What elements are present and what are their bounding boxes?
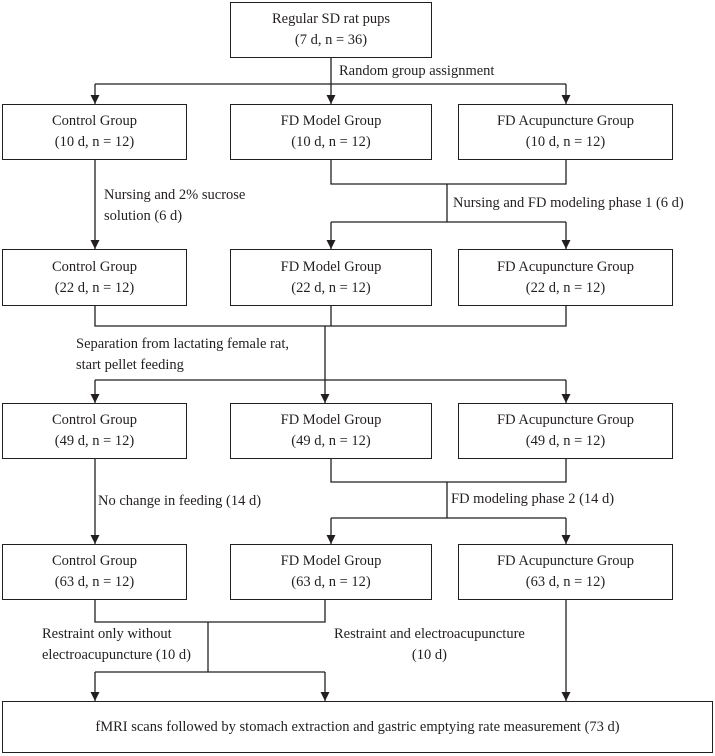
edge-fd-3-merge <box>330 459 567 483</box>
label-line: Restraint and electroacupuncture <box>334 626 525 642</box>
node-model-63d: FD Model Group (63 d, n = 12) <box>230 544 432 600</box>
node-detail: (63 d, n = 12) <box>525 574 606 590</box>
label-random-assignment: Random group assignment <box>339 63 495 79</box>
edge-fd-1-merge <box>330 160 567 185</box>
node-detail: (10 d, n = 12) <box>291 134 371 150</box>
node-detail: (22 d, n = 12) <box>525 279 606 296</box>
node-control-49d: Control Group (49 d, n = 12) <box>2 403 187 459</box>
node-title: FD Acupuncture Group <box>497 258 634 275</box>
node-detail: (10 d, n = 12) <box>54 134 135 150</box>
node-title: FD Acupuncture Group <box>497 412 634 428</box>
final-text: fMRI scans followed by stomach extractio… <box>95 718 620 735</box>
node-title: Control Group <box>52 553 137 569</box>
node-title: FD Model Group <box>280 553 382 569</box>
node-detail: (49 d, n = 12) <box>525 433 606 449</box>
node-title: FD Model Group <box>280 113 382 129</box>
node-detail: (63 d, n = 12) <box>291 574 371 590</box>
node-acupuncture-22d: FD Acupuncture Group (22 d, n = 12) <box>458 249 673 306</box>
label-separation: Separation from lactating female rat, st… <box>76 334 289 376</box>
label-restraint-ea: Restraint and electroacupuncture (10 d) <box>334 624 525 666</box>
node-final-measurement: fMRI scans followed by stomach extractio… <box>2 701 713 753</box>
node-title: FD Model Group <box>280 258 382 275</box>
node-title: FD Acupuncture Group <box>497 113 634 129</box>
node-acupuncture-10d: FD Acupuncture Group (10 d, n = 12) <box>458 104 673 160</box>
root-detail: (7 d, n = 36) <box>294 32 368 48</box>
label-line: Nursing and 2% sucrose <box>104 187 246 203</box>
root-title: Regular SD rat pups <box>272 11 390 27</box>
node-model-22d: FD Model Group (22 d, n = 12) <box>230 249 432 306</box>
label-line: electroacupuncture (10 d) <box>42 647 191 663</box>
label-line: Separation from lactating female rat, <box>76 336 289 352</box>
node-control-22d: Control Group (22 d, n = 12) <box>2 249 187 306</box>
node-title: Control Group <box>52 258 137 275</box>
label-line: (10 d) <box>411 647 447 663</box>
label-line: start pellet feeding <box>76 357 184 373</box>
label-restraint-only: Restraint only without electroacupunctur… <box>42 624 191 666</box>
node-title: FD Acupuncture Group <box>497 553 634 569</box>
node-title: FD Model Group <box>280 412 382 428</box>
node-detail: (22 d, n = 12) <box>54 279 135 296</box>
label-fd-phase-2: FD modeling phase 2 (14 d) <box>451 491 615 507</box>
label-nursing-sucrose: Nursing and 2% sucrose solution (6 d) <box>104 185 245 227</box>
node-title: Control Group <box>52 412 137 428</box>
label-line: Restraint only without <box>42 626 172 642</box>
node-model-49d: FD Model Group (49 d, n = 12) <box>230 403 432 459</box>
label-fd-phase-1: Nursing and FD modeling phase 1 (6 d) <box>453 195 684 211</box>
node-acupuncture-49d: FD Acupuncture Group (49 d, n = 12) <box>458 403 673 459</box>
node-detail: (49 d, n = 12) <box>54 433 135 449</box>
node-model-10d: FD Model Group (10 d, n = 12) <box>230 104 432 160</box>
label-line: solution (6 d) <box>104 208 183 224</box>
edge-stage-4-merge <box>94 600 326 623</box>
node-detail: (49 d, n = 12) <box>291 433 371 449</box>
node-detail: (10 d, n = 12) <box>525 134 606 150</box>
node-detail: (63 d, n = 12) <box>54 574 135 590</box>
root-node: Regular SD rat pups (7 d, n = 36) <box>230 2 432 58</box>
node-control-10d: Control Group (10 d, n = 12) <box>2 104 187 160</box>
node-detail: (22 d, n = 12) <box>291 279 371 296</box>
node-acupuncture-63d: FD Acupuncture Group (63 d, n = 12) <box>458 544 673 600</box>
node-title: Control Group <box>52 113 137 129</box>
node-control-63d: Control Group (63 d, n = 12) <box>2 544 187 600</box>
label-no-change: No change in feeding (14 d) <box>98 493 262 509</box>
